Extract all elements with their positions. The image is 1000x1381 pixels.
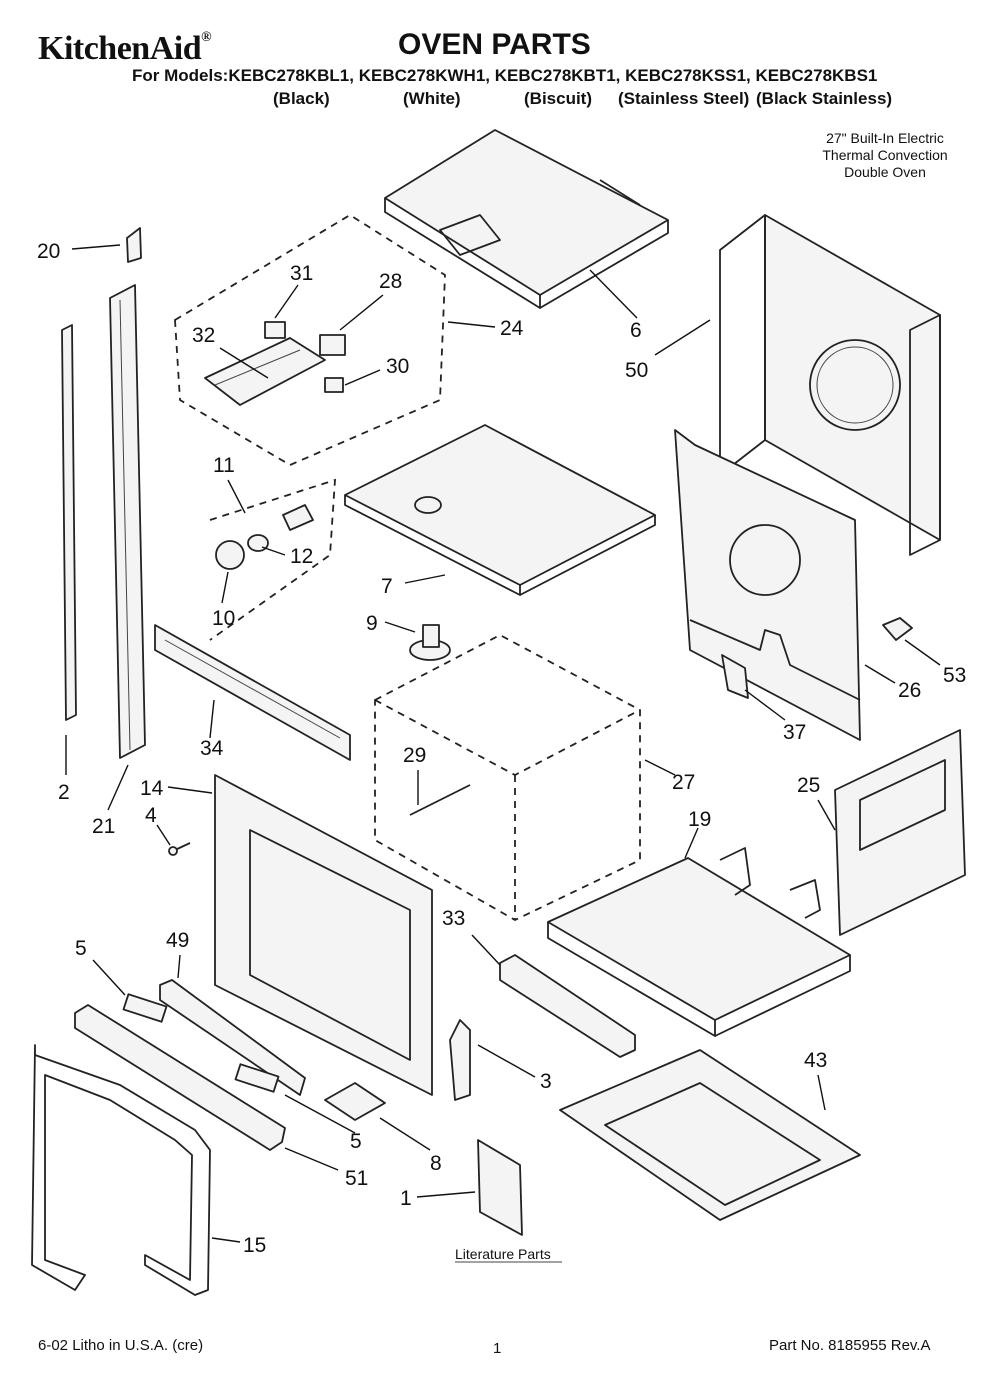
variant-white: (White) <box>403 89 461 108</box>
part-26-convection-housing <box>674 429 861 741</box>
variant-biscuit: (Biscuit) <box>524 89 592 108</box>
callout-51: 51 <box>345 1167 368 1190</box>
variant-black-stainless: (Black Stainless) <box>756 89 893 108</box>
callout-3: 3 <box>540 1070 552 1093</box>
callout-26: 26 <box>898 679 921 702</box>
part-11-lamp-assembly <box>209 478 336 641</box>
literature-parts-label: Literature Parts <box>455 1246 551 1262</box>
variant-stainless-steel: (Stainless Steel) <box>618 89 750 108</box>
part-53-bracket <box>882 617 913 641</box>
part-number: Part No. 8185955 Rev.A <box>769 1337 931 1354</box>
part-25-side-panel <box>834 729 966 936</box>
part-8-bracket <box>324 1082 386 1121</box>
part-20-clip <box>126 227 142 263</box>
models-line: For Models:KEBC278KBL1, KEBC278KWH1, KEB… <box>132 66 878 85</box>
part-3-bracket <box>449 1019 471 1101</box>
part-14-front-frame <box>214 774 433 1096</box>
callout-31: 31 <box>290 262 313 285</box>
trademark-mark: ® <box>201 30 212 45</box>
callout-5-lower: 5 <box>350 1130 362 1153</box>
callout-14: 14 <box>140 777 164 800</box>
callout-19: 19 <box>688 808 711 831</box>
callout-34: 34 <box>200 737 224 760</box>
brand-name: KitchenAid <box>38 30 202 67</box>
leader-lines <box>65 244 941 1243</box>
part-27-oven-cavity <box>374 633 641 922</box>
variant-black: (Black) <box>273 89 330 108</box>
part-37-gasket <box>721 654 749 699</box>
callout-9: 9 <box>366 612 378 635</box>
brand-logo: KitchenAid® <box>38 30 212 68</box>
callout-11: 11 <box>213 454 235 477</box>
part-15-door-gasket <box>31 1044 211 1296</box>
oven-type-note: 27" Built-In Electric Thermal Convection… <box>790 130 980 181</box>
callout-33: 33 <box>442 907 465 930</box>
callout-53: 53 <box>943 664 966 687</box>
part-50-rear-panel <box>719 214 941 556</box>
part-4-screw <box>168 842 191 856</box>
part-34-vent-grille <box>154 624 351 761</box>
page-title: OVEN PARTS <box>398 28 591 61</box>
callout-2: 2 <box>58 781 70 804</box>
callout-20: 20 <box>37 240 60 263</box>
oven-type-line: Double Oven <box>844 164 926 180</box>
part-33-channel <box>499 954 636 1058</box>
part-49-trim <box>159 979 306 1096</box>
part-1-literature <box>477 1139 523 1236</box>
callout-30: 30 <box>386 355 409 378</box>
callout-29: 29 <box>403 744 426 767</box>
callout-8: 8 <box>430 1152 442 1175</box>
callout-7: 7 <box>381 575 393 598</box>
part-5-spacer-upper <box>122 993 168 1023</box>
part-6-top-duct-plate <box>384 129 669 309</box>
part-9-fan-motor <box>409 624 451 661</box>
callout-15: 15 <box>243 1234 266 1257</box>
litho-note: 6-02 Litho in U.S.A. (cre) <box>38 1337 204 1354</box>
callout-32: 32 <box>192 324 215 347</box>
part-19-bottom-plate <box>547 847 851 1037</box>
callout-24: 24 <box>500 317 524 340</box>
part-5-spacer-lower <box>234 1063 280 1093</box>
callout-50: 50 <box>625 359 648 382</box>
callout-4: 4 <box>145 804 157 827</box>
oven-type-line: Thermal Convection <box>822 147 948 163</box>
callout-28: 28 <box>379 270 402 293</box>
part-51-door-trim <box>74 1004 286 1151</box>
callout-numbers: 20 31 28 24 6 50 32 30 11 12 10 7 9 53 2… <box>37 240 966 1257</box>
callout-43: 43 <box>804 1049 827 1072</box>
callout-10: 10 <box>212 607 235 630</box>
callout-27: 27 <box>672 771 695 794</box>
part-43-bottom-pan <box>559 1049 861 1221</box>
page-number: 1 <box>493 1340 502 1357</box>
part-7-top-plate <box>344 424 656 596</box>
oven-type-line: 27" Built-In Electric <box>826 130 944 146</box>
callout-21: 21 <box>92 815 115 838</box>
callout-37: 37 <box>783 721 806 744</box>
callout-12: 12 <box>290 545 313 568</box>
callout-49: 49 <box>166 929 189 952</box>
part-24-terminal-block-assembly <box>174 213 446 467</box>
part-2-side-trim <box>61 324 77 721</box>
callout-5-upper: 5 <box>75 937 87 960</box>
callout-1: 1 <box>400 1187 412 1210</box>
callout-25: 25 <box>797 774 820 797</box>
callout-6: 6 <box>630 319 642 342</box>
part-21-side-channel <box>109 284 146 759</box>
